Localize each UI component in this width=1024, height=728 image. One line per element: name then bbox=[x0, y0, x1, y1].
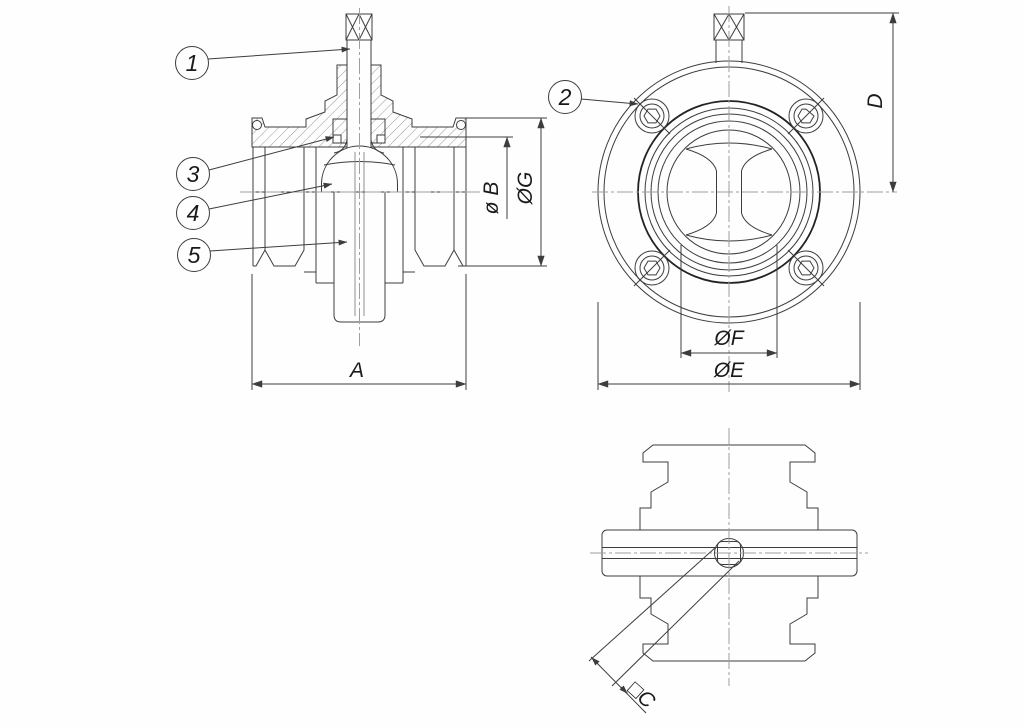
dimension-labels: A ø B ØG D ØF ØE □C bbox=[348, 93, 887, 713]
dim-label-D: D bbox=[864, 93, 887, 108]
top-view bbox=[588, 428, 868, 714]
bolt-hole-bottom-left bbox=[633, 249, 671, 287]
stem-base-flare-right bbox=[370, 139, 385, 154]
bolt-holes bbox=[633, 97, 825, 287]
callouts: 1 2 3 4 5 bbox=[175, 46, 639, 272]
callout-2-number: 2 bbox=[558, 84, 572, 110]
bolt-hole-top-right bbox=[787, 97, 825, 135]
callout-1-number: 1 bbox=[186, 50, 199, 76]
stem-base-flare-left bbox=[333, 139, 348, 154]
bonnet-section-left bbox=[251, 64, 348, 148]
dim-E bbox=[597, 302, 861, 390]
shaft-hidden-lines bbox=[354, 152, 365, 316]
dim-D bbox=[745, 12, 899, 193]
dim-label-G: ØG bbox=[514, 172, 537, 206]
dim-label-C: □C bbox=[623, 677, 660, 713]
bolt-hole-top-left bbox=[633, 97, 671, 135]
dim-label-E: ØE bbox=[713, 359, 745, 382]
dim-label-B: ø B bbox=[480, 182, 503, 215]
section-centerlines bbox=[240, 8, 480, 346]
plate-notch-right bbox=[456, 120, 466, 130]
callout-2: 2 bbox=[548, 80, 639, 114]
callout-3: 3 bbox=[176, 136, 335, 191]
dim-B bbox=[420, 136, 513, 219]
dim-G bbox=[456, 117, 547, 267]
callout-3-number: 3 bbox=[187, 161, 200, 187]
dim-C bbox=[588, 546, 740, 714]
dim-F bbox=[680, 245, 778, 358]
bolt-hole-bottom-right bbox=[787, 249, 825, 287]
front-centerlines bbox=[592, 6, 897, 392]
section-view bbox=[240, 8, 547, 390]
callout-5-number: 5 bbox=[188, 242, 201, 268]
callout-4: 4 bbox=[176, 182, 333, 230]
front-view bbox=[592, 6, 899, 392]
plate-notch-left bbox=[252, 120, 262, 130]
callout-4-number: 4 bbox=[187, 200, 200, 226]
callout-5: 5 bbox=[177, 238, 348, 272]
dim-A bbox=[251, 274, 467, 390]
callout-1: 1 bbox=[175, 46, 351, 80]
top-view-centerlines bbox=[590, 428, 868, 686]
dim-label-F: ØF bbox=[713, 327, 744, 350]
dim-label-A: A bbox=[348, 359, 364, 382]
